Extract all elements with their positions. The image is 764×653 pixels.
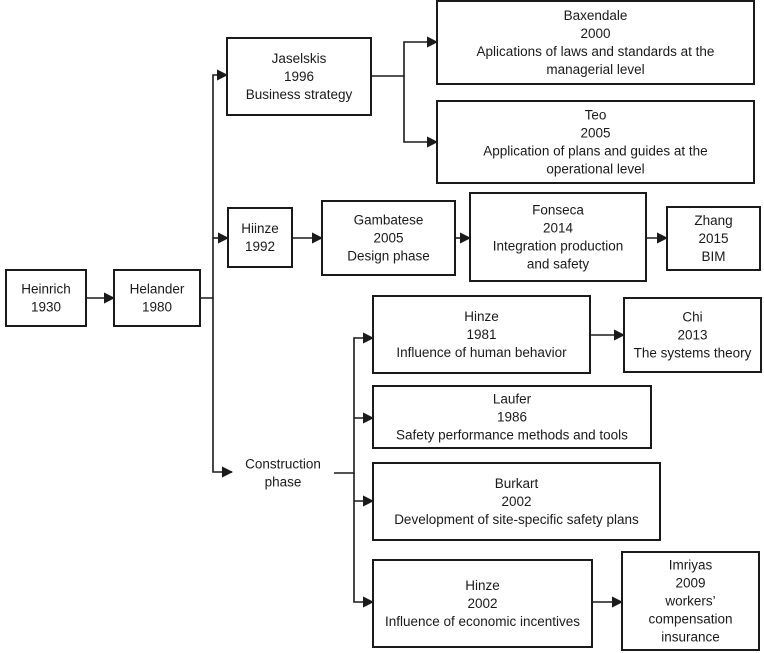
node-box bbox=[666, 206, 761, 271]
node-box bbox=[621, 551, 760, 651]
node-imriyas: Imriyas 2009 workers’ compensation insurance bbox=[621, 551, 760, 651]
node-label-line: Hinze bbox=[465, 578, 500, 593]
node-helander: Helander 1980 bbox=[113, 269, 201, 327]
node-label-line: phase bbox=[265, 475, 302, 490]
nodes-layer: Heinrich 1930 Helander 1980 Jaselskis 1996Bus… bbox=[5, 0, 762, 651]
node-label-line: Teo bbox=[585, 108, 607, 123]
node-label-line: 2015 bbox=[698, 231, 728, 246]
node-label-line: Design phase bbox=[347, 249, 430, 264]
node-label-line: 2000 bbox=[580, 26, 610, 41]
node-label-line: Aplications of laws and standards at the bbox=[477, 44, 715, 59]
node-label-line: Hinze bbox=[464, 309, 499, 324]
arrow-construction-to-hinze2002 bbox=[353, 473, 375, 608]
node-label-line: Construction bbox=[245, 457, 321, 472]
node-label-line: 2013 bbox=[677, 328, 707, 343]
node-label-line: Integration production bbox=[493, 239, 624, 254]
edges-layer bbox=[86, 36, 669, 608]
node-label-line: Laufer bbox=[493, 392, 532, 407]
node-box bbox=[623, 297, 762, 373]
arrow-helander-to-jaselskis bbox=[200, 69, 229, 299]
node-label-line: Application of plans and guides at the bbox=[483, 144, 707, 159]
node-label-line: Chi bbox=[682, 310, 702, 325]
node-label-line: 2009 bbox=[675, 576, 705, 591]
node-hiinze: Hiinze 1992 bbox=[227, 207, 293, 268]
node-label-line: Influence of human behavior bbox=[396, 345, 567, 360]
node-label-line: BIM bbox=[701, 249, 725, 264]
node-label-line: 2005 bbox=[580, 126, 610, 141]
node-label-line: 1986 bbox=[497, 410, 527, 425]
arrow-jaselskis-to-teo bbox=[403, 76, 439, 148]
node-box bbox=[436, 0, 755, 85]
node-label-line: insurance bbox=[661, 630, 720, 645]
node-label-line: Influence of economic incentives bbox=[385, 614, 580, 629]
arrow-helander-to-construction bbox=[212, 298, 234, 478]
node-label-line: Development of site-specific safety plan… bbox=[394, 512, 639, 527]
node-box bbox=[436, 100, 755, 184]
node-box bbox=[372, 385, 652, 449]
node-label-line: 1930 bbox=[31, 300, 61, 315]
node-label-line: Helander bbox=[130, 282, 185, 297]
node-label-line: Gambatese bbox=[354, 213, 424, 228]
node-label-line: 2002 bbox=[501, 494, 531, 509]
node-box bbox=[113, 269, 201, 327]
node-label-line: 2005 bbox=[373, 231, 403, 246]
node-label-line: Hiinze bbox=[241, 221, 279, 236]
node-box bbox=[227, 207, 293, 268]
node-box bbox=[372, 295, 591, 374]
node-label-line: Imriyas bbox=[669, 558, 713, 573]
node-box bbox=[321, 200, 456, 276]
node-label-line: Zhang bbox=[694, 213, 732, 228]
node-label-line: Fonseca bbox=[532, 203, 584, 218]
node-label-line: operational level bbox=[546, 162, 644, 177]
node-heinrich: Heinrich 1930 bbox=[5, 269, 87, 327]
node-box bbox=[226, 37, 372, 116]
node-label-line: 1996 bbox=[284, 69, 314, 84]
node-label-line: 2014 bbox=[543, 221, 574, 236]
node-label-line: managerial level bbox=[546, 62, 644, 77]
node-label-line: 1981 bbox=[466, 327, 496, 342]
node-label-line: and safety bbox=[527, 257, 590, 272]
node-label-line: workers’ bbox=[664, 594, 715, 609]
node-label-line: 2002 bbox=[467, 596, 497, 611]
node-box bbox=[469, 192, 647, 282]
node-box bbox=[372, 559, 593, 648]
node-label-line: Safety performance methods and tools bbox=[396, 428, 628, 443]
node-label-line: Baxendale bbox=[564, 8, 628, 23]
node-label-line: Jaselskis bbox=[272, 51, 327, 66]
node-construction: Construction phase bbox=[245, 457, 321, 490]
node-label-line: Business strategy bbox=[246, 87, 353, 102]
arrow-jaselskis-to-baxendale bbox=[371, 36, 439, 77]
node-label-line: The systems theory bbox=[634, 346, 752, 361]
node-box bbox=[372, 462, 661, 541]
arrow-construction-to-hinze1981 bbox=[334, 332, 375, 474]
node-box bbox=[5, 269, 87, 327]
node-label-line: 1980 bbox=[142, 300, 172, 315]
node-label-line: Burkart bbox=[495, 476, 539, 491]
node-label-line: compensation bbox=[648, 612, 732, 627]
node-label-line: Heinrich bbox=[21, 282, 71, 297]
node-label-line: 1992 bbox=[245, 239, 275, 254]
